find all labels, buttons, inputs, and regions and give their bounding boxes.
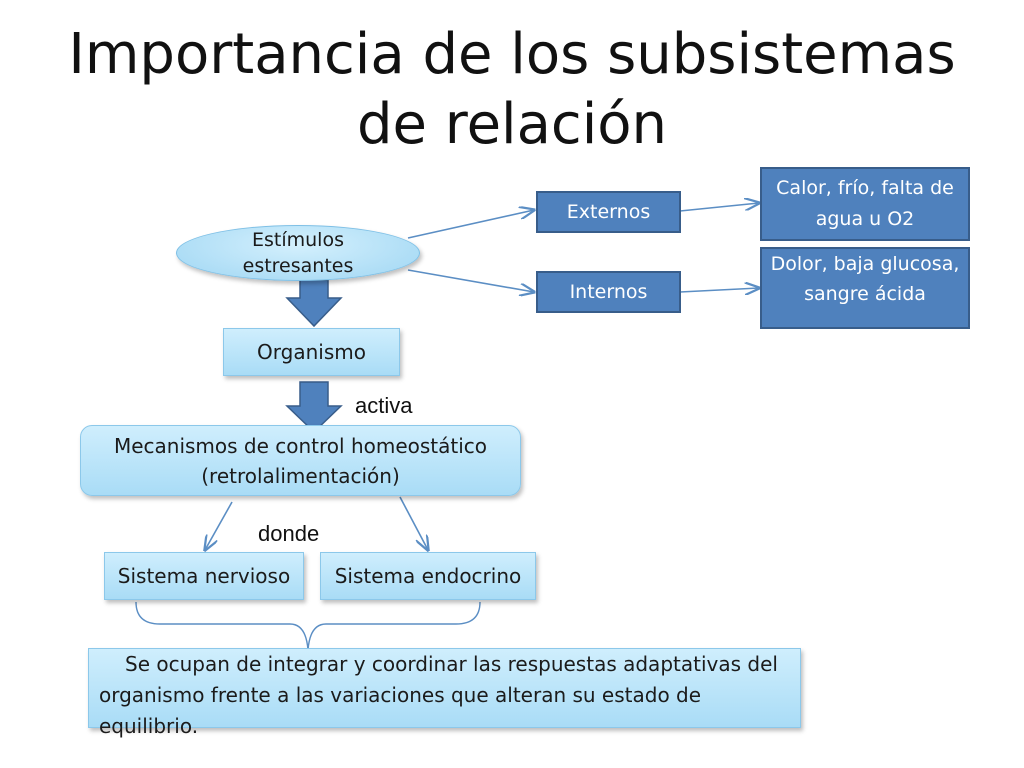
block-arrow-stimuli-organism xyxy=(285,279,343,328)
stimuli-ellipse: Estímulos estresantes xyxy=(176,225,420,281)
external-examples-box: Calor, frío, falta de agua u O2 xyxy=(760,167,970,241)
internal-box: Internos xyxy=(536,271,681,313)
slide-title: Importancia de los subsistemas de relaci… xyxy=(68,22,956,157)
arrow-to-external xyxy=(407,210,534,239)
organism-box: Organismo xyxy=(223,328,400,376)
summary-text: Se ocupan de integrar y coordinar las re… xyxy=(99,652,778,738)
summary-box: Se ocupan de integrar y coordinar las re… xyxy=(88,648,801,738)
activates-label: activa xyxy=(355,393,413,418)
arrow-to-nervous xyxy=(205,501,233,550)
mechanisms-label: Mecanismos de control homeostático (retr… xyxy=(113,433,488,488)
nervous-system-box: Sistema nervioso xyxy=(104,552,304,600)
internal-examples-box: Dolor, baja glucosa, sangre ácida xyxy=(760,247,970,329)
endocrine-system-box: Sistema endocrino xyxy=(320,552,536,600)
arrow-to-endocrine xyxy=(399,496,428,550)
external-box: Externos xyxy=(536,191,681,233)
external-examples-label: Calor, frío, falta de agua u O2 xyxy=(776,177,954,230)
mechanisms-box: Mecanismos de control homeostático (retr… xyxy=(80,425,521,496)
arrow-to-external-examples xyxy=(679,203,759,212)
arrow-to-internal-examples xyxy=(679,288,759,292)
where-label: donde xyxy=(258,521,320,546)
internal-examples-label: Dolor, baja glucosa, sangre ácida xyxy=(770,253,960,305)
stimuli-label: Estímulos estresantes xyxy=(242,229,354,277)
bracket xyxy=(135,601,481,651)
arrow-to-internal xyxy=(407,269,534,292)
